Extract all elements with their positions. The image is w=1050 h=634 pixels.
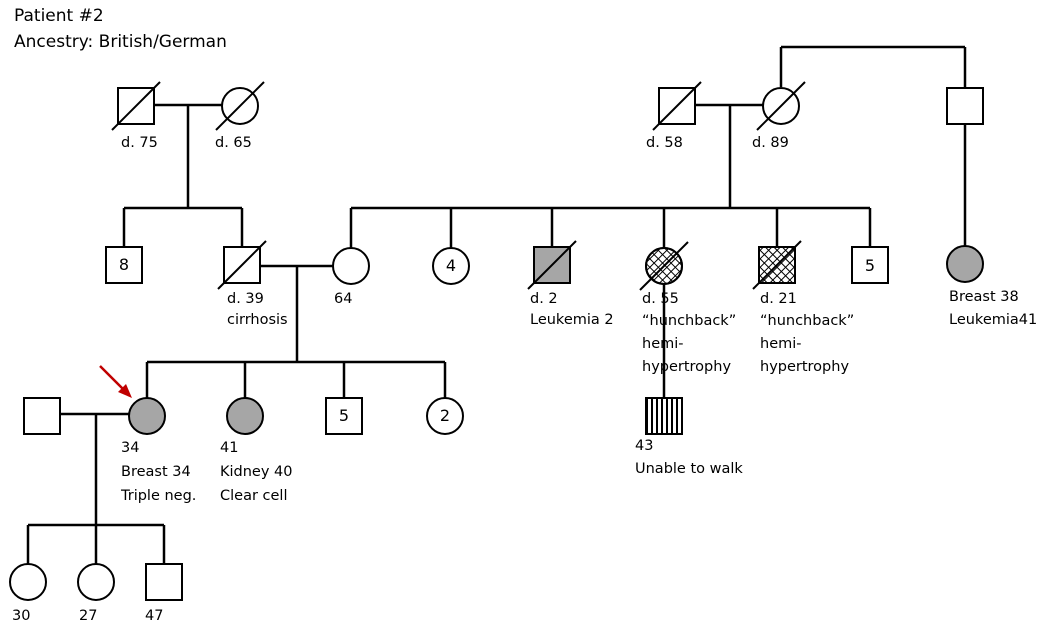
sister-dx2-label: Clear cell — [220, 488, 288, 504]
proband-sisters-count: 2 — [439, 406, 451, 425]
child2-circle — [77, 563, 115, 601]
m-sib5-note2: hemi- — [760, 336, 802, 352]
pgm-deceased-slash — [215, 81, 265, 131]
proband-circle — [128, 397, 166, 435]
maternal-sibs-female-circle — [432, 247, 470, 285]
m-cousin-square — [645, 397, 683, 435]
m-sib5-deceased-slash — [752, 240, 802, 290]
mother-circle — [332, 247, 370, 285]
cousin-dx1-label: Breast 38 — [949, 289, 1019, 305]
father-cause-label: cirrhosis — [227, 312, 288, 328]
page-title: Patient #2 — [14, 6, 104, 26]
mgf-label: d. 58 — [646, 135, 683, 151]
relationship-lines — [26, 45, 967, 564]
proband-dx2-label: Triple neg. — [121, 488, 197, 504]
maternal-sib-females-count: 4 — [445, 256, 457, 275]
child3-square — [145, 563, 183, 601]
pgf-label: d. 75 — [121, 135, 158, 151]
great-uncle-square — [946, 87, 984, 125]
child1-circle — [9, 563, 47, 601]
sister-dx1-label: Kidney 40 — [220, 464, 293, 480]
child3-age-label: 47 — [145, 608, 164, 624]
paternal-sibs-count: 8 — [118, 255, 130, 274]
maternal-sib-males-count: 5 — [864, 256, 876, 275]
m-sib3-age-label: d. 2 — [530, 291, 558, 307]
m-sib4-note1: “hunchback” — [642, 313, 737, 329]
m-sib5-note1: “hunchback” — [760, 313, 855, 329]
m-sib5-note3: hypertrophy — [760, 359, 850, 375]
cousin-circle — [946, 245, 984, 283]
sister-circle — [226, 397, 264, 435]
pgf-deceased-slash — [111, 81, 161, 131]
m-cousin-dx-label: Unable to walk — [635, 461, 743, 477]
maternal-sibs-male-square — [851, 246, 889, 284]
pgm-label: d. 65 — [215, 135, 252, 151]
sister-age-label: 41 — [220, 440, 239, 456]
mgf-deceased-slash — [652, 81, 702, 131]
child2-age-label: 27 — [79, 608, 98, 624]
father-age-label: d. 39 — [227, 291, 264, 307]
cousin-dx2-label: Leukemia41 — [949, 312, 1038, 328]
m-sib3-dx-label: Leukemia 2 — [530, 312, 614, 328]
mgm-label: d. 89 — [752, 135, 789, 151]
m-sib4-age-label: d. 55 — [642, 291, 679, 307]
m-sib4-note2: hemi- — [642, 336, 684, 352]
proband-partner-square — [23, 397, 61, 435]
mother-age-label: 64 — [334, 291, 353, 307]
proband-dx1-label: Breast 34 — [121, 464, 191, 480]
sisters-circle — [426, 397, 464, 435]
father-deceased-slash — [217, 240, 267, 290]
m-sib4-deceased-slash — [639, 241, 689, 291]
proband-brothers-count: 5 — [338, 406, 350, 425]
proband-arrow — [99, 365, 132, 398]
individuals — [9, 81, 984, 601]
m-sib5-age-label: d. 21 — [760, 291, 797, 307]
proband-age-label: 34 — [121, 440, 140, 456]
brothers-square — [325, 397, 363, 435]
m-sib3-deceased-slash — [527, 240, 577, 290]
m-cousin-age-label: 43 — [635, 438, 654, 454]
mgm-deceased-slash — [756, 81, 806, 131]
m-sib4-note3: hypertrophy — [642, 359, 732, 375]
paternal-sibs-square — [105, 246, 143, 284]
ancestry-label: Ancestry: British/German — [14, 32, 227, 52]
child1-age-label: 30 — [12, 608, 31, 624]
